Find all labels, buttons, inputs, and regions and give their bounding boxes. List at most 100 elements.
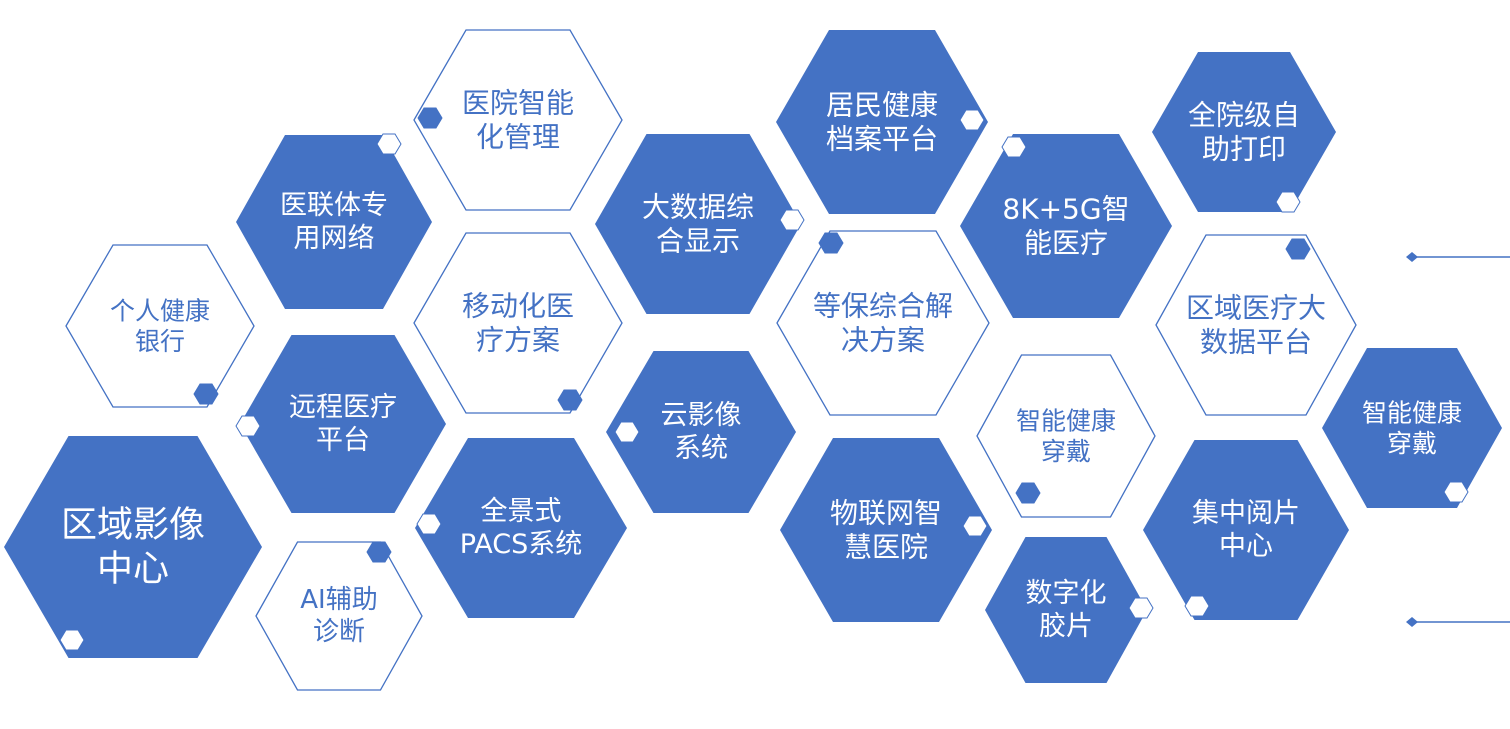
small-hexagon-icon: [417, 107, 443, 129]
right-connector-lines: [1406, 252, 1510, 627]
hexagon-label-line: 全景式: [481, 496, 562, 527]
hexagon-shape: [65, 244, 255, 408]
hexagon-label-line: 诊断: [313, 617, 365, 647]
small-hexagon-icon: [1128, 597, 1154, 619]
hexagon-label-line: 居民健康: [826, 88, 938, 121]
hexagon-label-line: 医联体专: [280, 190, 388, 221]
small-hexagon-icon: [959, 109, 985, 131]
hexagon-shape: [240, 335, 446, 513]
hexagon-label-line: 集中阅片: [1192, 498, 1300, 529]
hexagon-shape: [4, 436, 262, 658]
hexagon-label-line: 大数据综: [642, 190, 754, 223]
small-hexagon-icon: [376, 133, 402, 155]
hexagon-shape: [985, 537, 1147, 683]
hexagon-label-line: 疗方案: [476, 324, 560, 357]
hexagon-label-line: 胶片: [1039, 611, 1093, 642]
small-hexagon-icon: [1184, 595, 1210, 617]
hexagon-label-line: 个人健康: [110, 296, 210, 325]
hexagon-label-line: 智能健康: [1362, 398, 1462, 427]
small-hexagon-icon: [1015, 482, 1041, 504]
hexagon-shape: [236, 135, 432, 309]
connector-diamond-top: [1406, 252, 1418, 262]
hexagon-shape: [1152, 52, 1336, 212]
hexagon-label-line: 智能健康: [1016, 406, 1116, 435]
small-hexagon-icon: [1443, 481, 1469, 503]
hexagon-label-line: 区域影像: [61, 505, 205, 546]
small-hexagon-icon: [962, 515, 988, 537]
hexagon-label-line: 数字化: [1026, 578, 1107, 609]
hexagon-label-line: 决方案: [841, 324, 925, 357]
hexagon-label-line: 能医疗: [1024, 227, 1108, 260]
hexagon-label-line: 数据平台: [1200, 326, 1312, 359]
hexagon-label-line: 慧医院: [844, 531, 928, 564]
small-hexagon-icon: [235, 415, 261, 437]
small-hexagon-icon: [557, 389, 583, 411]
hexagon-label-line: 医院智能: [462, 86, 574, 119]
small-hexagon-icon: [416, 513, 442, 535]
hexagon-label-line: 档案平台: [826, 123, 938, 156]
hexagon-shape: [780, 438, 992, 622]
small-hexagon-icon: [59, 629, 85, 651]
small-hexagon-icon: [1275, 191, 1301, 213]
small-hexagon-icon: [193, 383, 219, 405]
small-hexagon-icon: [1001, 136, 1027, 158]
hexagon-label-line: 等保综合解: [813, 289, 953, 322]
hexagon-shape: [776, 30, 988, 214]
hexagon-label-line: 远程医疗: [289, 392, 397, 423]
hexagon-shape: [1143, 440, 1349, 620]
hexagon-label-line: 系统: [674, 433, 728, 464]
hexagon-label-line: 中心: [97, 548, 169, 589]
hexagon-label-line: 银行: [135, 327, 185, 356]
hexagon-shape: [776, 230, 990, 416]
hexagon-shape: [415, 438, 627, 618]
hexagon-shape: [976, 354, 1156, 518]
hexagon-shape: [960, 134, 1172, 318]
small-hexagon-icon: [818, 232, 844, 254]
hexagon-label-line: 8K+5G智: [1002, 192, 1129, 225]
hexagon-shape: [606, 351, 796, 513]
hexagon-label-line: 助打印: [1202, 133, 1286, 166]
connector-diamond-bottom: [1406, 617, 1418, 627]
hexagon-label-line: PACS系统: [460, 529, 583, 560]
small-hexagon-icon: [614, 421, 640, 443]
hexagon-label-line: 物联网智: [830, 496, 942, 529]
hexagon-shape: [595, 134, 801, 314]
hexagon-shape: [1155, 234, 1357, 416]
small-hexagon-icon: [1285, 238, 1311, 260]
hexagon-label-line: 穿戴: [1041, 437, 1091, 466]
hexagon-label-line: 穿戴: [1387, 429, 1437, 458]
small-hexagon-icon: [366, 541, 392, 563]
hexagon-label-line: 化管理: [476, 121, 560, 154]
hexagon-label-line: AI辅助: [300, 585, 377, 615]
hexagon-label-line: 合显示: [656, 225, 740, 258]
hexagon-shape: [413, 232, 623, 414]
hexagon-shape: [413, 29, 623, 211]
hexagon-label-line: 云影像: [661, 400, 742, 431]
hexagon-shape: [255, 541, 423, 691]
hexagon-label-line: 全院级自: [1188, 98, 1300, 131]
small-hexagon-icon: [779, 209, 805, 231]
hexagon-label-line: 中心: [1219, 531, 1273, 562]
hexagon-label-line: 移动化医: [462, 289, 574, 322]
hexagon-label-line: 平台: [316, 425, 370, 456]
